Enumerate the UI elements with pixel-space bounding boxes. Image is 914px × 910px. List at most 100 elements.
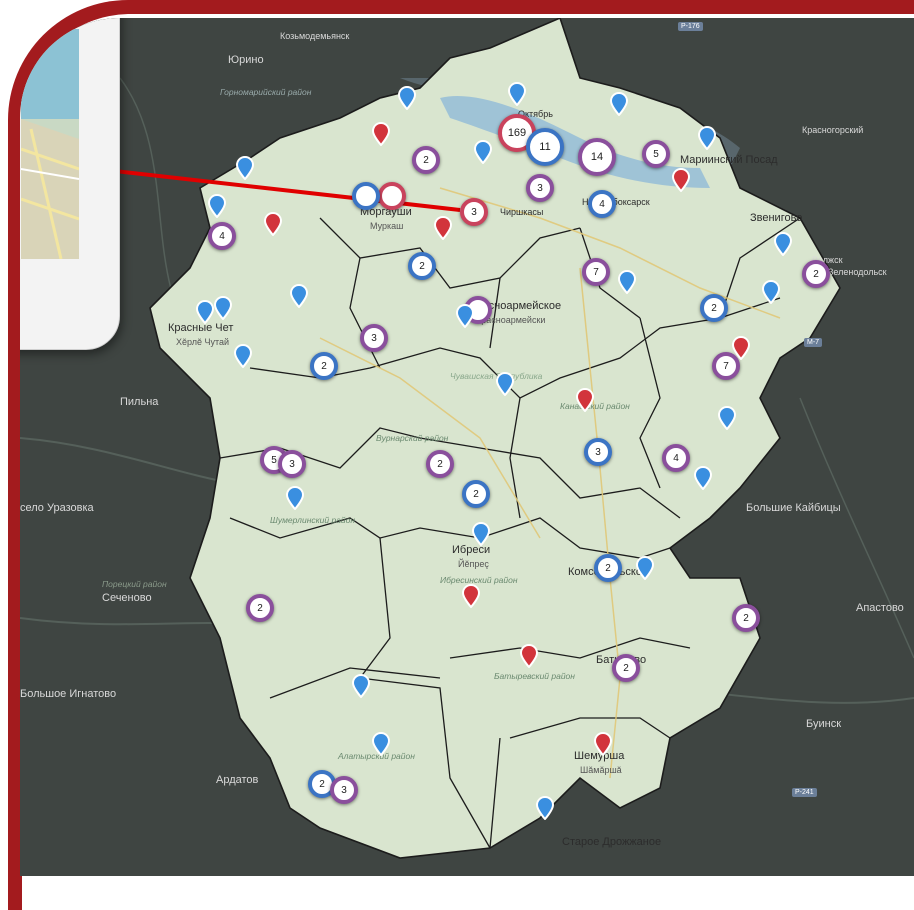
blue-pin-icon[interactable] xyxy=(352,674,370,698)
blue-pin-icon[interactable] xyxy=(718,406,736,430)
cluster-count: 14 xyxy=(590,151,604,163)
blue-pin-icon[interactable] xyxy=(694,466,712,490)
cluster-marker[interactable]: 3 xyxy=(330,776,358,804)
cluster-marker[interactable]: 5 xyxy=(642,140,670,168)
blue-pin-icon[interactable] xyxy=(286,486,304,510)
cluster-marker[interactable]: 2 xyxy=(732,604,760,632)
cluster-marker[interactable]: 4 xyxy=(662,444,690,472)
cluster-marker[interactable]: 11 xyxy=(526,128,564,166)
cluster-marker[interactable]: 14 xyxy=(578,138,616,176)
red-pin-icon[interactable] xyxy=(576,388,594,412)
place-ibresi: Ибреси xyxy=(452,544,491,556)
blue-pin-icon[interactable] xyxy=(290,284,308,308)
blue-pin-icon[interactable] xyxy=(456,304,474,328)
cluster-marker[interactable]: 2 xyxy=(594,554,622,582)
cluster-marker[interactable]: 2 xyxy=(246,594,274,622)
blue-pin-icon[interactable] xyxy=(618,270,636,294)
cluster-marker[interactable]: 7 xyxy=(712,352,740,380)
red-pin-icon[interactable] xyxy=(594,732,612,756)
cluster-marker[interactable]: 3 xyxy=(278,450,306,478)
cluster-count: 2 xyxy=(257,602,263,614)
cluster-marker[interactable]: 2 xyxy=(412,146,440,174)
place-zvenigovo: Звенигово xyxy=(750,212,803,224)
place-krasnoarm: Красноармейское xyxy=(470,300,562,312)
road-badge: М-7 xyxy=(804,338,823,347)
cluster-count: 2 xyxy=(419,260,425,272)
cluster-marker[interactable]: 2 xyxy=(408,252,436,280)
blue-pin-icon[interactable] xyxy=(474,140,492,164)
cluster-count: 2 xyxy=(423,154,429,166)
blue-pin-icon[interactable] xyxy=(208,194,226,218)
district-gornomariysky: Горномарийский район xyxy=(220,87,312,97)
cluster-marker-dual[interactable] xyxy=(378,182,406,210)
place-krasnoarm-sub: Красноармейски xyxy=(476,315,546,325)
cluster-count: 7 xyxy=(723,360,729,372)
place-mariinsky: Мариинский Посад xyxy=(680,154,778,166)
place-morgaushi: Моргауши xyxy=(360,206,412,218)
cluster-marker[interactable]: 3 xyxy=(460,198,488,226)
red-pin-icon[interactable] xyxy=(732,336,750,360)
cluster-marker[interactable]: 4 xyxy=(208,222,236,250)
place-krasnye-chetai: Красные Чет xyxy=(168,322,234,334)
cluster-marker-dual[interactable] xyxy=(352,182,380,210)
blue-pin-icon[interactable] xyxy=(196,300,214,324)
blue-pin-icon[interactable] xyxy=(496,372,514,396)
red-pin-icon[interactable] xyxy=(462,584,480,608)
district-shumerlinsky: Шумерлинский район xyxy=(270,515,356,525)
cluster-count: 11 xyxy=(539,141,551,153)
red-pin-icon[interactable] xyxy=(672,168,690,192)
cluster-marker[interactable]: 3 xyxy=(526,174,554,202)
place-volzhsk: Волжск xyxy=(812,255,843,265)
cluster-marker[interactable]: 3 xyxy=(584,438,612,466)
cluster-count: 4 xyxy=(599,198,605,210)
cluster-count: 169 xyxy=(507,127,527,139)
cluster-count: 4 xyxy=(219,230,225,242)
place-apastovo: Апастово xyxy=(856,602,904,614)
cluster-count: 2 xyxy=(321,360,327,372)
red-pin-icon[interactable] xyxy=(264,212,282,236)
cluster-marker[interactable]: 2 xyxy=(310,352,338,380)
red-pin-icon[interactable] xyxy=(520,644,538,668)
district-batyrevsky: Батыревский район xyxy=(494,671,575,681)
cluster-marker[interactable]: 2 xyxy=(802,260,830,288)
chuvash-republic-label: Чувашская Республика xyxy=(450,371,543,381)
blue-pin-icon[interactable] xyxy=(610,92,628,116)
red-pin-icon[interactable] xyxy=(434,216,452,240)
blue-pin-icon[interactable] xyxy=(398,86,416,110)
blue-pin-icon[interactable] xyxy=(472,522,490,546)
cluster-marker[interactable]: 2 xyxy=(426,450,454,478)
inset-map-panel[interactable] xyxy=(20,18,120,350)
blue-pin-icon[interactable] xyxy=(236,156,254,180)
cluster-count: 5 xyxy=(653,148,659,160)
place-krasnogorsky: Красногорский xyxy=(802,125,864,135)
blue-pin-icon[interactable] xyxy=(372,732,390,756)
road-badge: Р-241 xyxy=(792,788,817,797)
place-bolshie-kaibitsy: Большие Кайбицы xyxy=(746,502,841,514)
cluster-marker[interactable]: 2 xyxy=(462,480,490,508)
blue-pin-icon[interactable] xyxy=(762,280,780,304)
blue-pin-icon[interactable] xyxy=(536,796,554,820)
cluster-count: 3 xyxy=(371,332,377,344)
cluster-count: 5 xyxy=(271,454,277,466)
district-alatyrsky: Алатырский район xyxy=(338,751,415,761)
blue-pin-icon[interactable] xyxy=(698,126,716,150)
cluster-count: 3 xyxy=(341,784,347,796)
cluster-marker[interactable]: 4 xyxy=(588,190,616,218)
cluster-marker[interactable]: 2 xyxy=(700,294,728,322)
blue-pin-icon[interactable] xyxy=(774,232,792,256)
cluster-marker[interactable]: 7 xyxy=(582,258,610,286)
red-pin-icon[interactable] xyxy=(372,122,390,146)
inset-map-image xyxy=(21,29,79,259)
place-zelenodolsk: Зеленодольск xyxy=(828,267,887,277)
cluster-count: 2 xyxy=(623,662,629,674)
cluster-count: 7 xyxy=(593,266,599,278)
place-selo-urazovka: село Уразовка xyxy=(20,502,94,514)
map-viewport[interactable]: Козьмодемьянск Юрино Горномарийский райо… xyxy=(20,18,914,876)
blue-pin-icon[interactable] xyxy=(214,296,232,320)
cluster-marker[interactable]: 2 xyxy=(612,654,640,682)
cluster-marker[interactable]: 3 xyxy=(360,324,388,352)
blue-pin-icon[interactable] xyxy=(234,344,252,368)
place-kozmodemyansk: Козьмодемьянск xyxy=(280,31,350,41)
blue-pin-icon[interactable] xyxy=(636,556,654,580)
blue-pin-icon[interactable] xyxy=(508,82,526,106)
